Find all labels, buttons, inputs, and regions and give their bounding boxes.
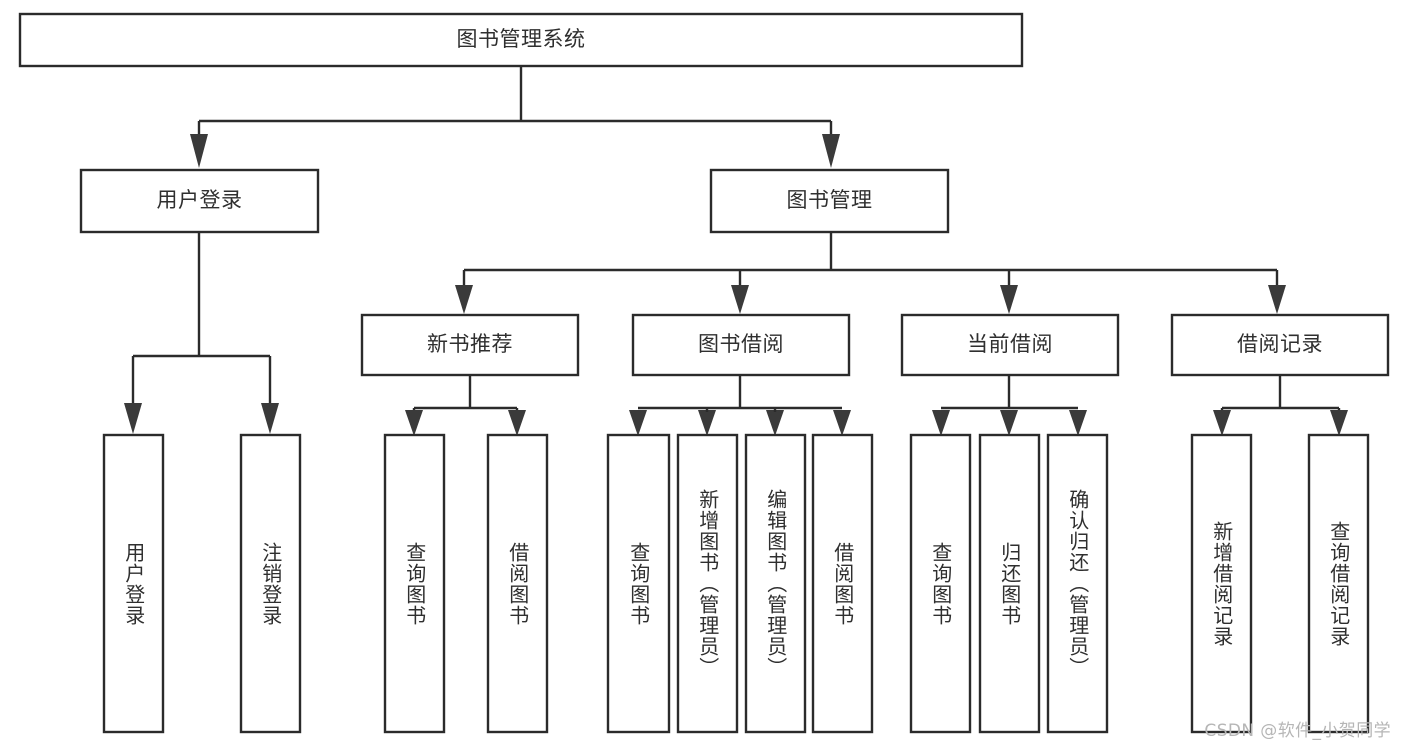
node-box-book-management[interactable] xyxy=(709,168,950,234)
leaf-box-borrow-record-1[interactable] xyxy=(1190,433,1253,734)
leaf-box-current-borrow-1[interactable] xyxy=(909,433,972,734)
arrow-head-leaf-current-borrow-2 xyxy=(1000,410,1018,436)
arrow-head-new-book xyxy=(455,285,473,314)
arrow-head-book-mgmt xyxy=(822,134,840,168)
arrow-head-leaf-current-borrow-3 xyxy=(1069,410,1087,436)
leaf-box-user-login-2[interactable] xyxy=(239,433,302,734)
arrow-head-leaf-book-borrow-2 xyxy=(698,410,716,436)
arrow-head-leaf-user-login-2 xyxy=(261,403,279,434)
arrow-head-leaf-book-borrow-4 xyxy=(833,410,851,436)
node-box-current-borrow[interactable] xyxy=(900,313,1120,377)
node-box-root[interactable] xyxy=(18,12,1024,68)
arrow-head-borrow-record xyxy=(1268,285,1286,314)
node-box-book-borrow[interactable] xyxy=(631,313,851,377)
arrow-head-leaf-book-borrow-3 xyxy=(766,410,784,436)
leaf-box-book-borrow-4[interactable] xyxy=(811,433,874,734)
leaf-box-current-borrow-2[interactable] xyxy=(978,433,1041,734)
arrow-head-leaf-new-book-1 xyxy=(405,410,423,436)
arrow-head-leaf-current-borrow-1 xyxy=(932,410,950,436)
arrow-head-leaf-borrow-record-1 xyxy=(1213,410,1231,436)
leaf-box-borrow-record-2[interactable] xyxy=(1307,433,1370,734)
arrow-head-user-login xyxy=(190,134,208,168)
arrow-head-leaf-book-borrow-1 xyxy=(629,410,647,436)
leaf-box-book-borrow-2[interactable] xyxy=(676,433,739,734)
node-box-new-book-recommend[interactable] xyxy=(360,313,580,377)
arrow-head-current-borrow xyxy=(1000,285,1018,314)
leaf-box-new-book-2[interactable] xyxy=(486,433,549,734)
leaf-box-book-borrow-1[interactable] xyxy=(606,433,671,734)
arrow-head-leaf-user-login-1 xyxy=(124,403,142,434)
leaf-box-new-book-1[interactable] xyxy=(383,433,446,734)
leaf-box-user-login-1[interactable] xyxy=(102,433,165,734)
node-box-borrow-record[interactable] xyxy=(1170,313,1390,377)
leaf-box-current-borrow-3[interactable] xyxy=(1046,433,1109,734)
arrow-head-leaf-new-book-2 xyxy=(508,410,526,436)
arrow-head-leaf-borrow-record-2 xyxy=(1330,410,1348,436)
arrow-head-book-borrow xyxy=(731,285,749,314)
node-box-user-login[interactable] xyxy=(79,168,320,234)
leaf-box-book-borrow-3[interactable] xyxy=(744,433,807,734)
